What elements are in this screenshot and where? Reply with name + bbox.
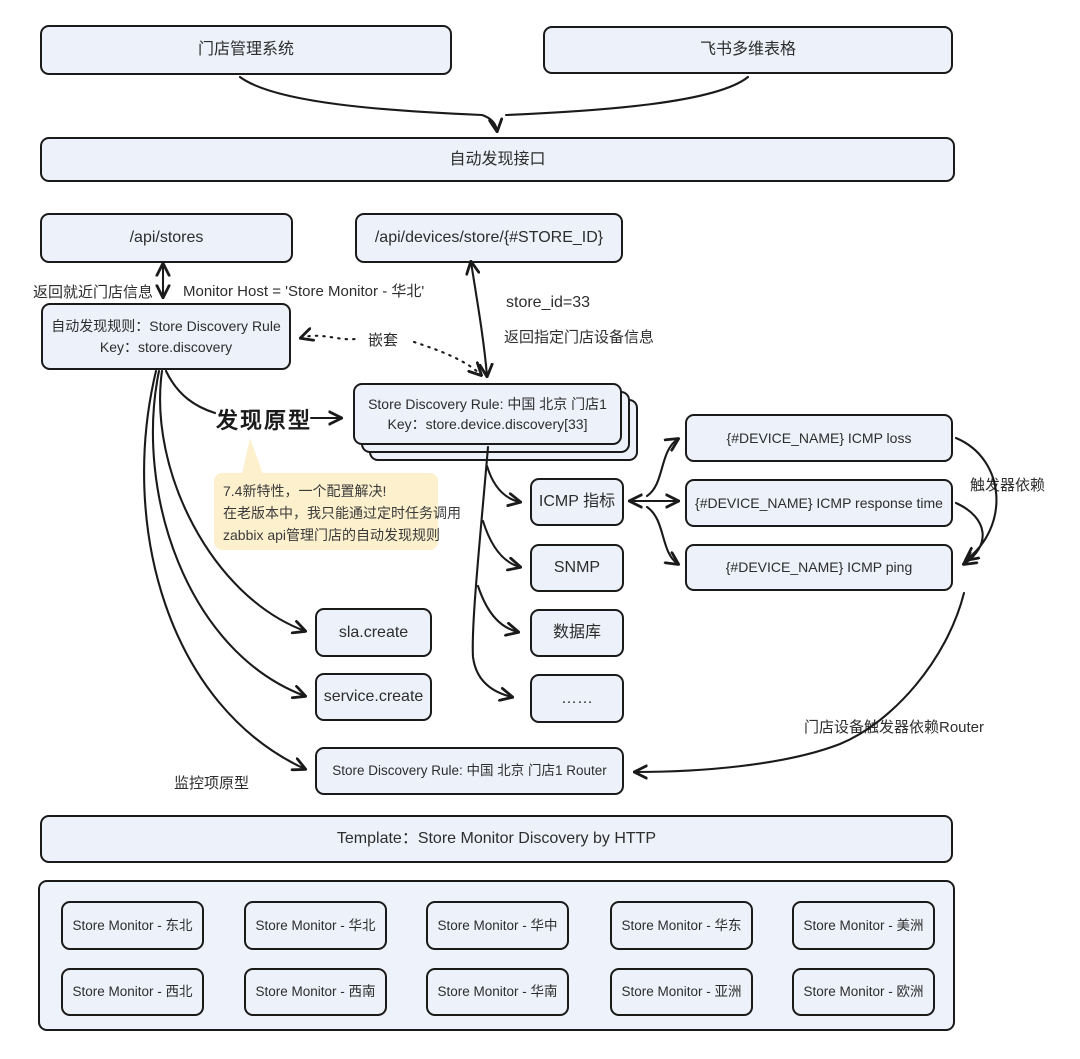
stacked-line2: Key：store.device.discovery[33] <box>387 416 588 432</box>
arrow-nested-right <box>412 340 481 375</box>
node-monitor-yazhou: Store Monitor - 亚洲 <box>610 968 753 1016</box>
node-monitor-meizhou: Store Monitor - 美洲 <box>792 901 935 950</box>
arrow-feishu-to-gateway <box>504 75 750 117</box>
node-label: Store Monitor - 西北 <box>72 984 193 1000</box>
stacked-line1: Store Discovery Rule: 中国 北京 门店1 <box>368 395 607 412</box>
node-monitor-xibei: Store Monitor - 西北 <box>61 968 204 1016</box>
node-label: Store Monitor - 华北 <box>255 917 376 933</box>
arrow-api-devices-stacked <box>471 262 487 376</box>
node-icmp-metric: ICMP 指标 <box>530 478 624 526</box>
node-monitor-huazhong: Store Monitor - 华中 <box>426 901 569 950</box>
node-icmp-response-time: {#DEVICE_NAME} ICMP response time <box>685 479 953 527</box>
node-label: Store Monitor - 美洲 <box>803 917 924 933</box>
node-icmp-loss: {#DEVICE_NAME} ICMP loss <box>685 414 953 462</box>
node-sla-create: sla.create <box>315 608 432 657</box>
node-label: 飞书多维表格 <box>699 41 796 59</box>
note-callout: 7.4新特性，一个配置解决! 在老版本中，我只能通过定时任务调用 zabbix … <box>214 438 461 550</box>
node-monitor-huabei: Store Monitor - 华北 <box>244 901 387 950</box>
node-label: {#DEVICE_NAME} ICMP ping <box>725 559 913 576</box>
node-api-stores: /api/stores <box>40 213 293 263</box>
node-monitor-ouzhou: Store Monitor - 欧洲 <box>792 968 935 1016</box>
node-monitor-xinan: Store Monitor - 西南 <box>244 968 387 1016</box>
node-store-discovery-rule: 自动发现规则：Store Discovery Rule Key：store.di… <box>41 303 291 370</box>
label-router-dependency: 门店设备触发器依赖Router <box>804 719 985 736</box>
node-api-devices: /api/devices/store/{#STORE_ID} <box>355 213 623 263</box>
node-label: 自动发现接口 <box>449 150 546 168</box>
node-label: SNMP <box>553 559 601 577</box>
rule-line1: 自动发现规则：Store Discovery Rule <box>51 318 281 335</box>
note-line2: 在老版本中，我只能通过定时任务调用 <box>223 505 461 521</box>
label-return-nearby: 返回就近门店信息 <box>33 284 154 301</box>
node-label: 门店管理系统 <box>197 41 294 59</box>
node-label: Template：Store Monitor Discovery by HTTP <box>336 830 657 848</box>
node-snmp: SNMP <box>530 544 624 592</box>
line-rule-to-prototype <box>164 369 217 415</box>
node-label: Store Monitor - 东北 <box>72 917 193 933</box>
arrow-stacked-to-snmp <box>481 519 520 567</box>
label-nested: 嵌套 <box>368 332 399 349</box>
rule-line2: Key：store.discovery <box>99 338 233 355</box>
arrow-response-dep-ping <box>954 501 984 564</box>
node-label: Store Discovery Rule: 中国 北京 门店1 Router <box>332 763 607 779</box>
arrow-nested-left <box>301 336 362 340</box>
arrow-icmp-to-ping <box>645 505 678 564</box>
node-monitor-dongbei: Store Monitor - 东北 <box>61 901 204 950</box>
arrow-stacked-to-icmp <box>485 464 520 502</box>
arrow-ping-dep-router <box>635 591 966 772</box>
node-label: Store Monitor - 华东 <box>621 917 742 933</box>
label-store-id: store_id=33 <box>506 294 591 311</box>
arrow-loss-dep-ping <box>954 436 998 560</box>
label-trigger-dependency: 触发器依赖 <box>970 477 1046 494</box>
arrow-icmp-to-loss <box>645 439 678 498</box>
label-item-prototype: 监控项原型 <box>174 775 250 792</box>
label-monitor-host: Monitor Host = 'Store Monitor - 华北' <box>183 283 425 300</box>
node-icmp-ping: {#DEVICE_NAME} ICMP ping <box>685 544 953 591</box>
node-label: {#DEVICE_NAME} ICMP response time <box>695 494 943 511</box>
node-auto-discovery-gateway: 自动发现接口 <box>40 137 955 182</box>
node-ellipsis: …… <box>530 674 624 723</box>
node-label: service.create <box>323 688 424 706</box>
node-label: /api/stores <box>129 229 204 247</box>
arrow-stacked-to-ellipsis <box>471 445 512 697</box>
node-label: {#DEVICE_NAME} ICMP loss <box>726 429 912 446</box>
node-feishu-table: 飞书多维表格 <box>543 26 953 74</box>
node-monitor-huanan: Store Monitor - 华南 <box>426 968 569 1016</box>
label-return-devices: 返回指定门店设备信息 <box>504 329 655 346</box>
node-database: 数据库 <box>530 609 624 657</box>
node-store-management-system: 门店管理系统 <box>40 25 452 75</box>
node-label: Store Monitor - 西南 <box>255 984 376 1000</box>
node-router-rule: Store Discovery Rule: 中国 北京 门店1 Router <box>315 747 624 795</box>
node-label: sla.create <box>338 623 409 641</box>
note-line1: 7.4新特性，一个配置解决! <box>223 483 387 499</box>
node-label: Store Monitor - 华南 <box>437 984 558 1000</box>
node-service-create: service.create <box>315 673 432 721</box>
arrow-store-system-to-gateway <box>238 75 497 131</box>
note-line3: zabbix api管理门店的自动发现规则 <box>223 527 441 543</box>
node-label: Store Monitor - 华中 <box>437 917 558 933</box>
arrow-stacked-to-database <box>476 584 518 632</box>
node-label: /api/devices/store/{#STORE_ID} <box>374 229 604 247</box>
node-label: ICMP 指标 <box>538 493 616 511</box>
node-monitor-huadong: Store Monitor - 华东 <box>610 901 753 950</box>
node-label: 数据库 <box>552 624 601 642</box>
node-label: Store Monitor - 欧洲 <box>803 984 924 1000</box>
node-label: Store Monitor - 亚洲 <box>621 984 742 1000</box>
node-template: Template：Store Monitor Discovery by HTTP <box>40 815 953 863</box>
node-label: …… <box>561 689 593 707</box>
node-store-device-discovery: Store Discovery Rule: 中国 北京 门店1 Key：stor… <box>353 383 622 445</box>
label-discovery-prototype: 发现原型 <box>216 408 313 433</box>
